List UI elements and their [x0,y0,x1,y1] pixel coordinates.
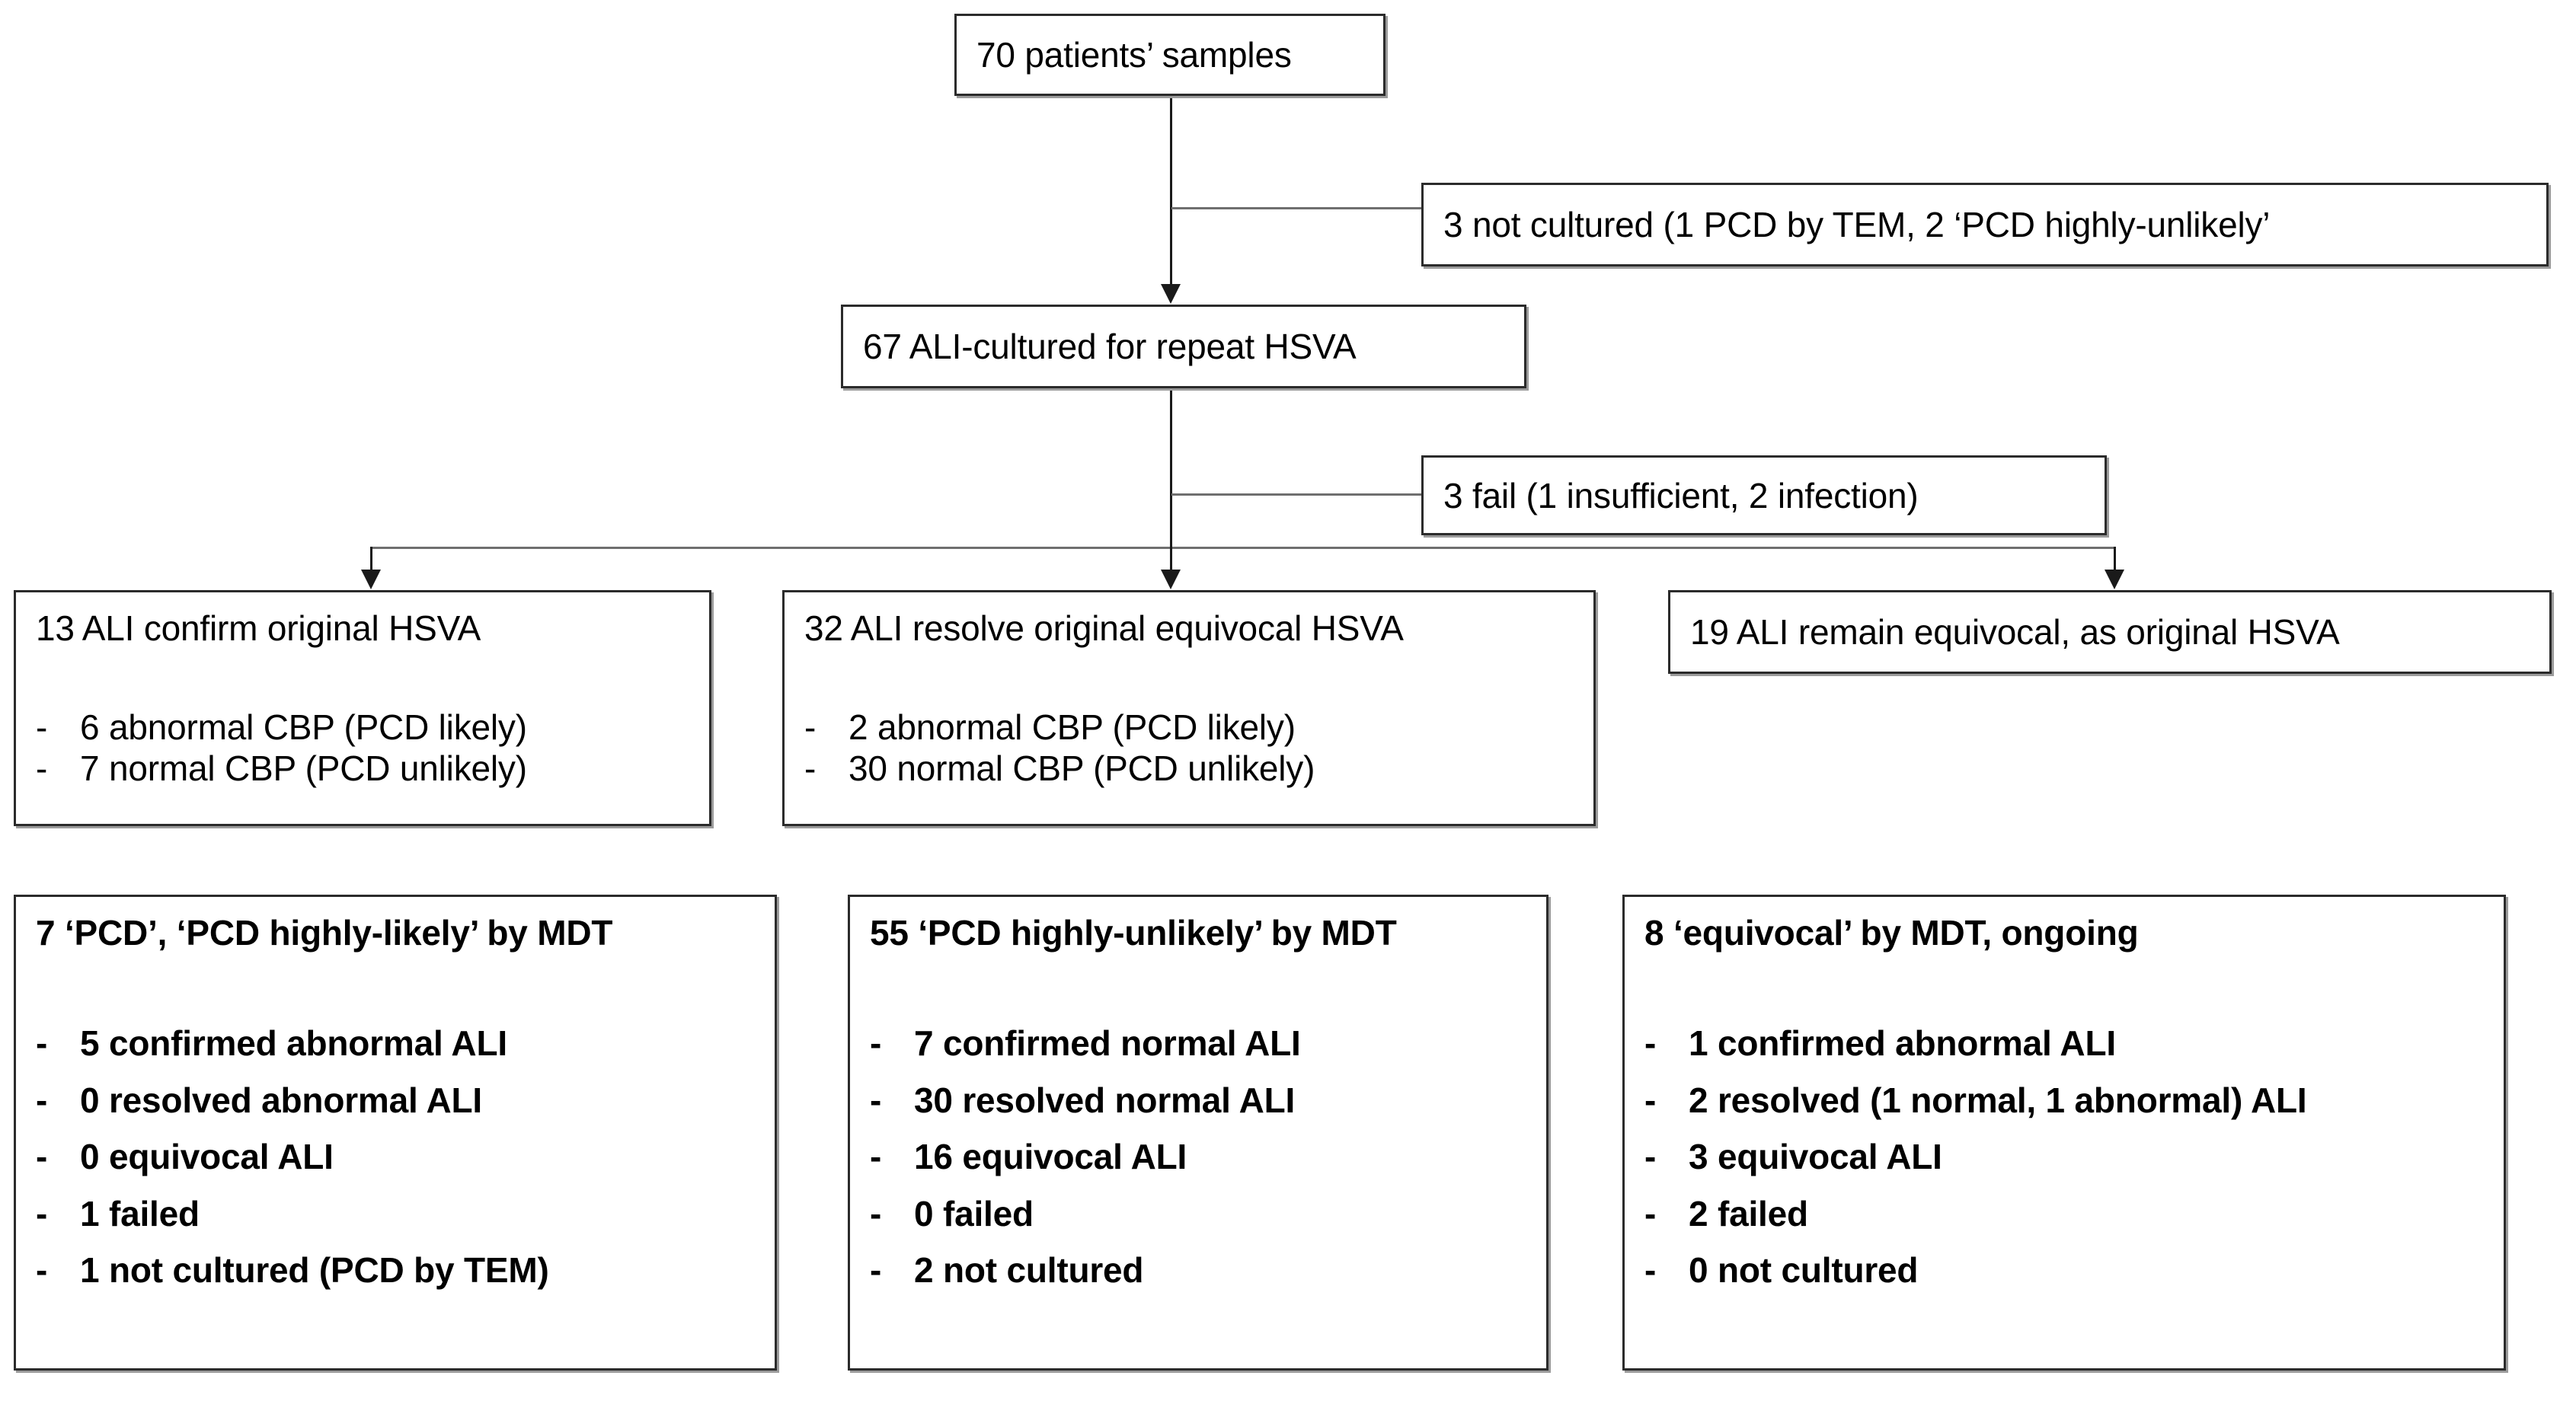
list-item: - 1 failed [36,1186,767,1243]
list-item: - 30 normal CBP (PCD unlikely) [804,748,1586,789]
list-item: - 0 not cultured [1644,1242,2496,1299]
bullet-dash-icon: - [36,1080,48,1120]
list-item: - 2 resolved (1 normal, 1 abnormal) ALI [1644,1072,2496,1129]
list-item: - 7 confirmed normal ALI [870,1015,1539,1072]
node-mdt-pcd-title: 7 ‘PCD’, ‘PCD highly-likely’ by MDT [36,913,613,953]
node-mdt-equivocal[interactable]: 8 ‘equivocal’ by MDT, ongoing - 1 confir… [1622,895,2506,1371]
node-resolve-equivocal[interactable]: 32 ALI resolve original equivocal HSVA -… [782,590,1596,826]
list-item-text: 2 resolved (1 normal, 1 abnormal) ALI [1689,1080,2307,1120]
connector-distributor-bar [370,547,2116,549]
node-mdt-pcd-list: - 5 confirmed abnormal ALI - 0 resolved … [36,1015,767,1299]
bullet-dash-icon: - [870,1023,882,1063]
node-resolve-equivocal-title: 32 ALI resolve original equivocal HSVA [804,608,1404,648]
node-not-cultured[interactable]: 3 not cultured (1 PCD by TEM, 2 ‘PCD hig… [1421,183,2549,266]
list-item-text: 2 failed [1689,1193,1808,1233]
connector-drop-confirm [370,547,372,574]
bullet-dash-icon: - [1644,1080,1657,1120]
node-mdt-equivocal-title: 8 ‘equivocal’ by MDT, ongoing [1644,913,2139,953]
node-mdt-unlikely[interactable]: 55 ‘PCD highly-unlikely’ by MDT - 7 conf… [848,895,1548,1371]
connector-to-fail [1171,493,1423,496]
bullet-dash-icon: - [36,707,48,747]
node-mdt-pcd[interactable]: 7 ‘PCD’, ‘PCD highly-likely’ by MDT - 5 … [14,895,777,1371]
bullet-dash-icon: - [1644,1250,1657,1291]
list-item-text: 0 equivocal ALI [80,1137,334,1177]
list-item-text: 7 confirmed normal ALI [914,1023,1301,1063]
bullet-dash-icon: - [1644,1193,1657,1233]
list-item-text: 0 not cultured [1689,1250,1919,1291]
list-item-text: 6 abnormal CBP (PCD likely) [80,707,527,747]
node-resolve-equivocal-list: - 2 abnormal CBP (PCD likely) - 30 norma… [804,707,1586,789]
list-item: - 1 confirmed abnormal ALI [1644,1015,2496,1072]
node-top-samples-label: 70 patients’ samples [976,35,1292,75]
list-item-text: 5 confirmed abnormal ALI [80,1023,507,1063]
bullet-dash-icon: - [870,1137,882,1177]
connector-drop-resolve [1170,547,1172,574]
node-mdt-unlikely-title: 55 ‘PCD highly-unlikely’ by MDT [870,913,1397,953]
list-item-text: 1 failed [80,1193,200,1233]
node-mdt-equivocal-list: - 1 confirmed abnormal ALI - 2 resolved … [1644,1015,2496,1299]
node-top-samples[interactable]: 70 patients’ samples [954,14,1385,96]
connector-trunk-top [1170,96,1172,288]
list-item-text: 3 equivocal ALI [1689,1137,1942,1177]
list-item-text: 0 failed [914,1193,1034,1233]
connector-drop-equivocal [2114,547,2116,574]
list-item: - 0 resolved abnormal ALI [36,1072,767,1129]
connector-trunk-middle [1170,362,1172,547]
node-confirm-original-title: 13 ALI confirm original HSVA [36,608,481,648]
list-item: - 2 abnormal CBP (PCD likely) [804,707,1586,748]
list-item: - 2 failed [1644,1186,2496,1243]
node-ali-cultured-label: 67 ALI-cultured for repeat HSVA [863,327,1357,366]
node-confirm-original-list: - 6 abnormal CBP (PCD likely) - 7 normal… [36,707,702,789]
bullet-dash-icon: - [870,1193,882,1233]
list-item: - 30 resolved normal ALI [870,1072,1539,1129]
list-item: - 0 equivocal ALI [36,1128,767,1186]
bullet-dash-icon: - [36,1137,48,1177]
list-item: - 3 equivocal ALI [1644,1128,2496,1186]
list-item-text: 16 equivocal ALI [914,1137,1187,1177]
list-item: - 7 normal CBP (PCD unlikely) [36,748,702,789]
list-item-text: 30 normal CBP (PCD unlikely) [849,748,1315,788]
list-item-text: 0 resolved abnormal ALI [80,1080,482,1120]
list-item: - 0 failed [870,1186,1539,1243]
connector-to-not-cultured [1171,207,1423,209]
list-item-text: 2 not cultured [914,1250,1144,1291]
list-item: - 16 equivocal ALI [870,1128,1539,1186]
arrow-to-resolve [1161,570,1181,589]
list-item: - 5 confirmed abnormal ALI [36,1015,767,1072]
node-remain-equivocal[interactable]: 19 ALI remain equivocal, as original HSV… [1668,590,2552,674]
arrow-to-confirm [361,570,381,589]
bullet-dash-icon: - [870,1250,882,1291]
list-item-text: 7 normal CBP (PCD unlikely) [80,748,527,788]
bullet-dash-icon: - [36,1023,48,1063]
list-item: - 2 not cultured [870,1242,1539,1299]
node-mdt-unlikely-list: - 7 confirmed normal ALI - 30 resolved n… [870,1015,1539,1299]
node-not-cultured-label: 3 not cultured (1 PCD by TEM, 2 ‘PCD hig… [1443,205,2271,244]
node-fail[interactable]: 3 fail (1 insufficient, 2 infection) [1421,455,2107,535]
bullet-dash-icon: - [804,748,817,788]
list-item-text: 30 resolved normal ALI [914,1080,1296,1120]
bullet-dash-icon: - [804,707,817,747]
bullet-dash-icon: - [36,748,48,788]
node-ali-cultured[interactable]: 67 ALI-cultured for repeat HSVA [841,305,1526,388]
bullet-dash-icon: - [870,1080,882,1120]
list-item-text: 1 confirmed abnormal ALI [1689,1023,2116,1063]
arrow-to-cultured [1161,284,1181,304]
list-item-text: 1 not cultured (PCD by TEM) [80,1250,549,1291]
node-remain-equivocal-label: 19 ALI remain equivocal, as original HSV… [1690,612,2340,652]
bullet-dash-icon: - [1644,1023,1657,1063]
list-item: - 1 not cultured (PCD by TEM) [36,1242,767,1299]
node-confirm-original[interactable]: 13 ALI confirm original HSVA - 6 abnorma… [14,590,711,826]
bullet-dash-icon: - [36,1193,48,1233]
list-item: - 6 abnormal CBP (PCD likely) [36,707,702,748]
arrow-to-equivocal [2105,570,2124,589]
node-fail-label: 3 fail (1 insufficient, 2 infection) [1443,475,1919,515]
bullet-dash-icon: - [1644,1137,1657,1177]
bullet-dash-icon: - [36,1250,48,1291]
list-item-text: 2 abnormal CBP (PCD likely) [849,707,1296,747]
